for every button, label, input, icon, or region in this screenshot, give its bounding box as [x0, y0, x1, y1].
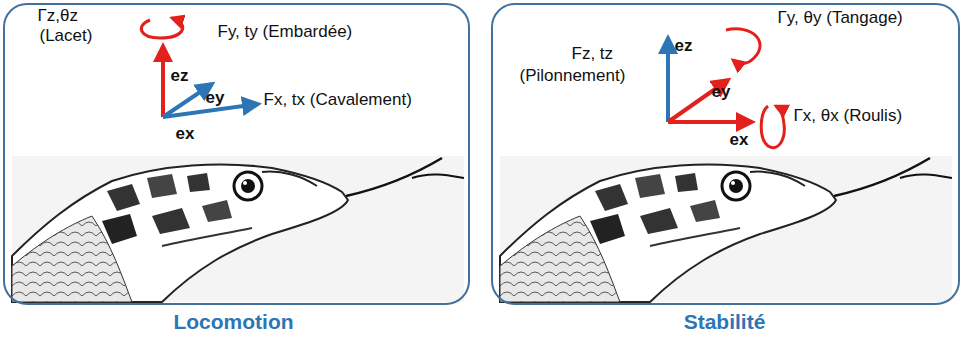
motion-label: (Pilonnement)	[520, 66, 626, 86]
panel-box: StabilitéFz, tz(Pilonnement)ezΓy, θy (Ta…	[491, 3, 960, 305]
snake-picture	[12, 156, 464, 302]
axis-label: ey	[712, 82, 731, 102]
panel-box: LocomotionΓz,θz(Lacet)ezFy, ty (Embardée…	[3, 3, 470, 305]
axis-label: ez	[675, 36, 693, 56]
motion-label: Γx, θx (Roulis)	[794, 106, 903, 126]
motion-label: (Lacet)	[40, 26, 93, 46]
motion-label: Fz, tz	[572, 44, 614, 64]
axis-label: ex	[730, 130, 749, 150]
axis-label: ey	[206, 88, 225, 108]
motion-label: Γz,θz	[38, 6, 79, 26]
axis-label: ex	[176, 124, 195, 144]
motion-label: Fy, ty (Embardée)	[218, 22, 353, 42]
snake-picture	[500, 156, 952, 302]
motion-label: Fx, tx (Cavalement)	[264, 90, 412, 110]
axes-stabilite	[668, 29, 784, 148]
panel-heading: Stabilité	[684, 312, 766, 332]
motion-label: Γy, θy (Tangage)	[778, 8, 903, 28]
axis-label: ez	[171, 66, 189, 86]
panel-heading: Locomotion	[173, 312, 293, 332]
